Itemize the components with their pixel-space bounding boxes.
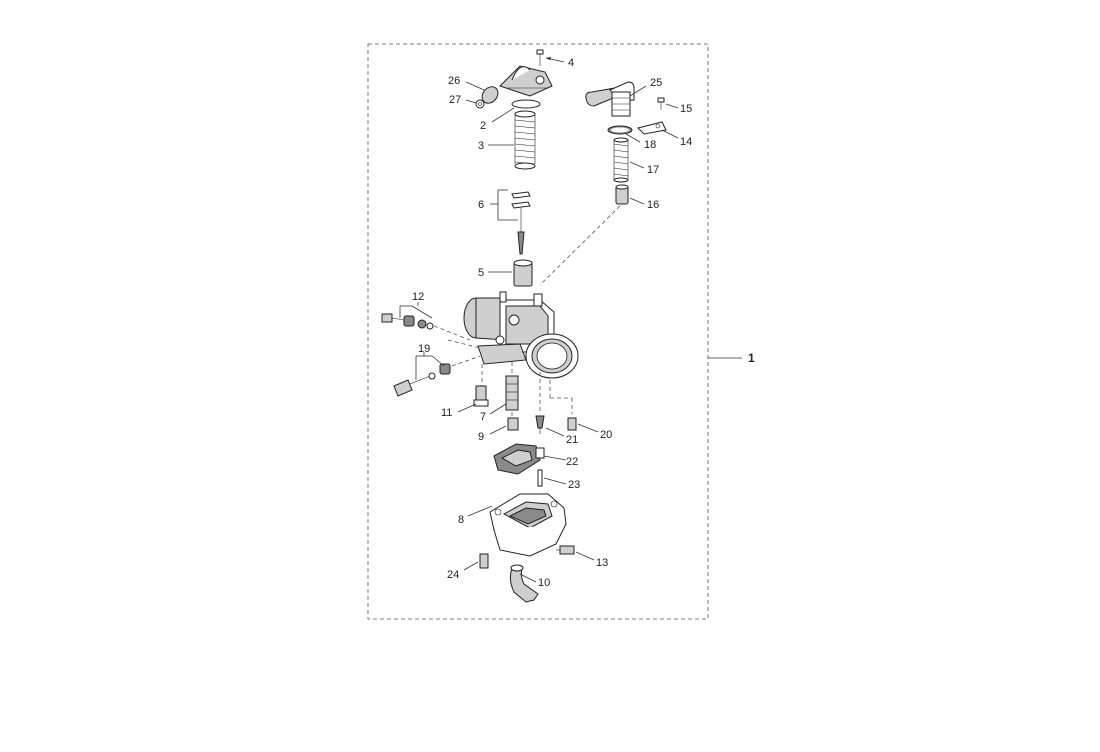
label-12: 12 bbox=[412, 291, 424, 303]
part-2-oring bbox=[491, 99, 541, 123]
label-9: 9 bbox=[478, 431, 484, 443]
label-24: 24 bbox=[447, 569, 459, 581]
part-27-nut bbox=[465, 99, 485, 109]
label-15: 15 bbox=[680, 103, 692, 115]
part-top-cap bbox=[499, 65, 553, 97]
guide-body-lower bbox=[447, 339, 481, 349]
label-23: 23 bbox=[568, 479, 580, 491]
part-26-boot bbox=[465, 81, 499, 104]
guide-19 bbox=[451, 355, 481, 367]
part-carburetor-body bbox=[463, 291, 579, 379]
label-22: 22 bbox=[566, 456, 578, 468]
part-8-float-bowl bbox=[467, 493, 567, 557]
label-21: 21 bbox=[566, 434, 578, 446]
label-20: 20 bbox=[600, 429, 612, 441]
label-17: 17 bbox=[647, 164, 659, 176]
label-26: 26 bbox=[448, 75, 460, 87]
part-7-emulsion-tube bbox=[489, 375, 519, 415]
label-7: 7 bbox=[480, 411, 486, 423]
part-13-drain-screw bbox=[556, 545, 595, 561]
label-4: 4 bbox=[568, 57, 574, 69]
part-17-spring bbox=[613, 137, 645, 183]
label-27: 27 bbox=[449, 94, 461, 106]
label-11: 11 bbox=[441, 407, 452, 419]
part-4-screw bbox=[536, 49, 565, 66]
part-15-screw bbox=[657, 97, 679, 110]
part-25-choke-cap bbox=[585, 81, 647, 117]
label-25: 25 bbox=[650, 77, 662, 89]
part-5-slide bbox=[488, 259, 533, 287]
part-23-pin bbox=[537, 469, 567, 487]
part-10-drain-hose bbox=[509, 564, 539, 603]
label-8: 8 bbox=[458, 514, 464, 526]
part-18-oring bbox=[607, 125, 641, 143]
label-13: 13 bbox=[596, 557, 608, 569]
label-14: 14 bbox=[680, 136, 692, 148]
guide-16-to-body bbox=[539, 205, 621, 286]
label-19: 19 bbox=[418, 343, 430, 355]
part-6-needle-clip bbox=[490, 189, 531, 255]
label-18: 18 bbox=[644, 139, 656, 151]
part-22-float bbox=[493, 443, 567, 475]
part-12-idle-screw bbox=[381, 302, 434, 330]
part-21-float-needle bbox=[535, 415, 565, 437]
assembly-boundary bbox=[367, 43, 709, 620]
part-11-jet bbox=[457, 385, 489, 413]
label-2: 2 bbox=[480, 120, 486, 132]
part-24-screw bbox=[463, 553, 489, 571]
label-10: 10 bbox=[538, 577, 550, 589]
label-3: 3 bbox=[478, 140, 484, 152]
part-19-air-screw bbox=[393, 352, 451, 397]
label-6: 6 bbox=[478, 199, 484, 211]
guide-12 bbox=[433, 325, 471, 341]
part-3-spring bbox=[488, 110, 536, 170]
label-16: 16 bbox=[647, 199, 659, 211]
label-1: 1 bbox=[748, 351, 755, 365]
label-5: 5 bbox=[478, 267, 484, 279]
part-20-screw bbox=[567, 417, 599, 433]
part-16-plunger bbox=[615, 184, 645, 205]
part-9-main-jet bbox=[489, 417, 519, 435]
part-14-plate bbox=[637, 121, 679, 139]
